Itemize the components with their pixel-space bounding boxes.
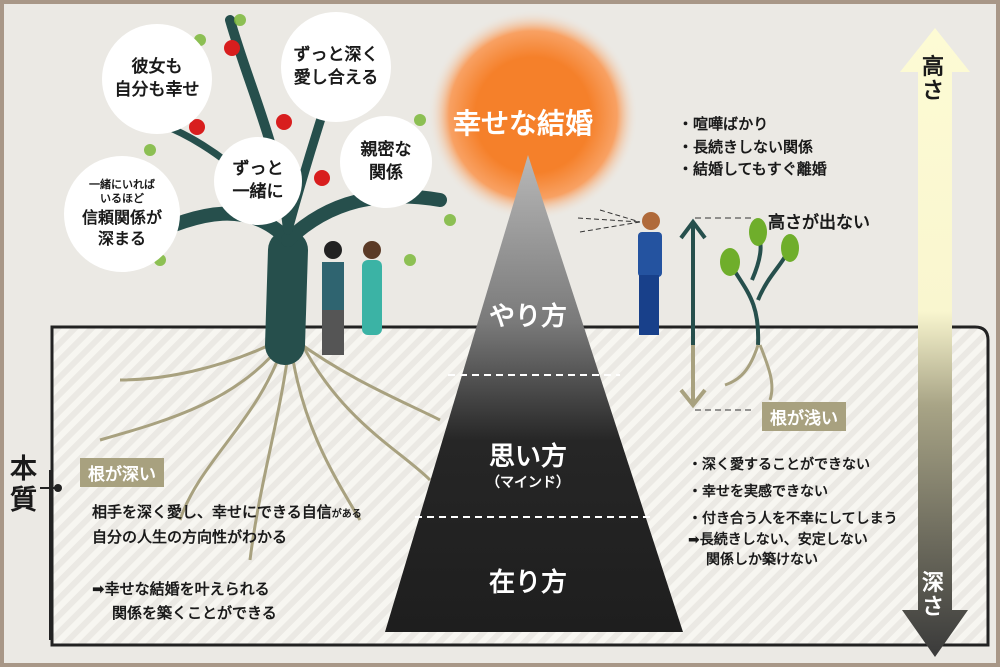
- list-item: ・付き合う人を不幸にしてしまう: [688, 511, 898, 528]
- shallow-roots-result-1: ➡長続きしない、安定しない: [688, 531, 868, 548]
- shallow-outcomes-list: ・喧嘩ばかり ・長続きしない関係 ・結婚してもすぐ離婚: [678, 116, 827, 184]
- list-item: ・喧嘩ばかり: [678, 115, 769, 133]
- bubble-intimate: 親密な 関係: [340, 116, 432, 208]
- apples: [189, 40, 330, 186]
- bubble-trust: 一緒にいれば いるほど信頼関係が 深まる: [64, 156, 180, 272]
- pyramid-top-label: やり方: [488, 302, 567, 332]
- no-height-label: 高さが出ない: [768, 213, 870, 233]
- axis-depth-label: 深さ: [922, 571, 945, 621]
- deep-roots-line2: 自分の人生の方向性がわかる: [92, 528, 288, 546]
- shallow-roots-list: ・深く愛することができない ・幸せを実感できない ・付き合う人を不幸にしてしまう…: [688, 456, 898, 575]
- pyramid-bottom-label: 在り方: [488, 568, 567, 598]
- deep-roots-line1: 相手を深く愛し、幸せにできる自信がある: [92, 503, 362, 521]
- list-item: ・幸せを実感できない: [688, 484, 828, 501]
- pyramid-middle-label: 思い方: [488, 442, 567, 472]
- bubble-together: ずっと 一緒に: [214, 137, 302, 225]
- man-illustration: [577, 209, 662, 335]
- pyramid-middle-sublabel: （マインド）: [486, 475, 570, 491]
- height-depth-axis-arrow: [900, 28, 970, 657]
- infographic: 彼女も 自分も幸せ ずっと深く 愛し合える 親密な 関係 ずっと 一緒に 一緒に…: [4, 4, 996, 663]
- tree-roots: [99, 338, 441, 561]
- diagram-graphics: [40, 10, 990, 657]
- shallow-roots-result-2: 関係しか築けない: [706, 551, 818, 568]
- sun: [428, 10, 638, 220]
- pyramid: [385, 155, 683, 632]
- deep-roots-tag: 根が深い: [80, 458, 164, 487]
- axis-height-label: 高さ: [922, 55, 945, 105]
- essence-label: 本質: [10, 454, 37, 517]
- list-item: ・長続きしない関係: [678, 137, 814, 156]
- goal-title: 幸せな結婚: [453, 107, 594, 140]
- list-item: ・深く愛することができない: [688, 457, 870, 473]
- sapling-illustration: [720, 218, 799, 401]
- list-item: ・結婚してもすぐ離婚: [678, 160, 827, 178]
- deep-roots-result-1: ➡幸せな結婚を叶えられる: [92, 580, 270, 598]
- deep-roots-result-2: 関係を築くことができる: [112, 604, 277, 622]
- bubble-both-happy: 彼女も 自分も幸せ: [102, 24, 212, 134]
- couple-illustration: [322, 241, 382, 355]
- bubble-love-deeply: ずっと深く 愛し合える: [281, 12, 391, 122]
- shallow-roots-tag: 根が浅い: [762, 402, 846, 431]
